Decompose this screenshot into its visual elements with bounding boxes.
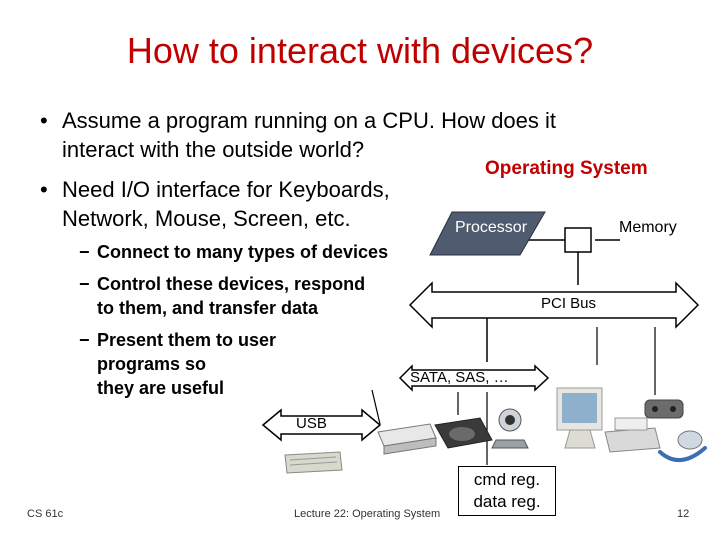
- operating-system-label: Operating System: [485, 158, 648, 179]
- subbullet-dash: −: [79, 274, 90, 294]
- subbullet-2-line-2: to them, and transfer data: [97, 298, 319, 318]
- sata-label: SATA, SAS, …: [410, 369, 509, 386]
- keyboard-icon: [284, 451, 343, 474]
- bullet-dot: •: [40, 108, 48, 133]
- subbullet-3: − Present them to user programs so they …: [79, 328, 277, 400]
- device-registers-box: cmd reg. data reg.: [458, 466, 556, 516]
- pci-bus-arrow: [408, 281, 700, 329]
- usb-bus-arrow: [261, 408, 382, 442]
- mouse-icon: [658, 430, 707, 462]
- bullet-2: • Need I/O interface for Keyboards, Netw…: [40, 175, 390, 233]
- pci-bus-label: PCI Bus: [541, 295, 597, 312]
- subbullet-dash: −: [79, 242, 90, 262]
- footer-course: CS 61c: [27, 508, 64, 520]
- subbullet-3-line-2: programs so: [97, 354, 207, 374]
- bullet-1: • Assume a program running on a CPU. How…: [40, 106, 557, 164]
- bullet-1-line-1: Assume a program running on a CPU. How d…: [62, 108, 557, 133]
- usb-drop-line: [371, 389, 381, 425]
- webcam-icon: [491, 408, 529, 449]
- scanner-icon: [377, 423, 437, 455]
- footer-page-number: 12: [677, 508, 690, 520]
- subbullet-1-line-1: Connect to many types of devices: [97, 242, 389, 262]
- hard-disk-icon: [434, 417, 493, 449]
- footer-lecture: Lecture 22: Operating System: [294, 508, 441, 520]
- subbullet-1: − Connect to many types of devices: [79, 240, 389, 264]
- subbullet-3-line-1: Present them to user: [97, 330, 277, 350]
- subbullet-3-line-3: they are useful: [97, 378, 225, 398]
- monitor-icon: [556, 387, 603, 449]
- subbullet-2: − Control these devices, respond to them…: [79, 272, 366, 320]
- subbullet-dash: −: [79, 330, 90, 350]
- data-reg-label: data reg.: [473, 492, 541, 511]
- usb-label: USB: [296, 415, 327, 432]
- memory-label: Memory: [619, 219, 677, 236]
- bullet-2-line-2: Network, Mouse, Screen, etc.: [62, 206, 351, 231]
- bridge-box: [564, 227, 592, 253]
- bullet-2-line-1: Need I/O interface for Keyboards,: [62, 177, 390, 202]
- subbullet-2-line-1: Control these devices, respond: [97, 274, 366, 294]
- printer-icon: [604, 417, 661, 453]
- bullet-dot: •: [40, 177, 48, 202]
- controller-icon: [644, 399, 684, 419]
- cmd-reg-label: cmd reg.: [473, 470, 541, 489]
- sata-bus-arrow: [398, 364, 550, 392]
- slide-title: How to interact with devices?: [126, 30, 594, 71]
- processor-box: [429, 211, 546, 256]
- processor-label: Processor: [455, 219, 528, 236]
- bullet-1-line-2: interact with the outside world?: [62, 137, 365, 162]
